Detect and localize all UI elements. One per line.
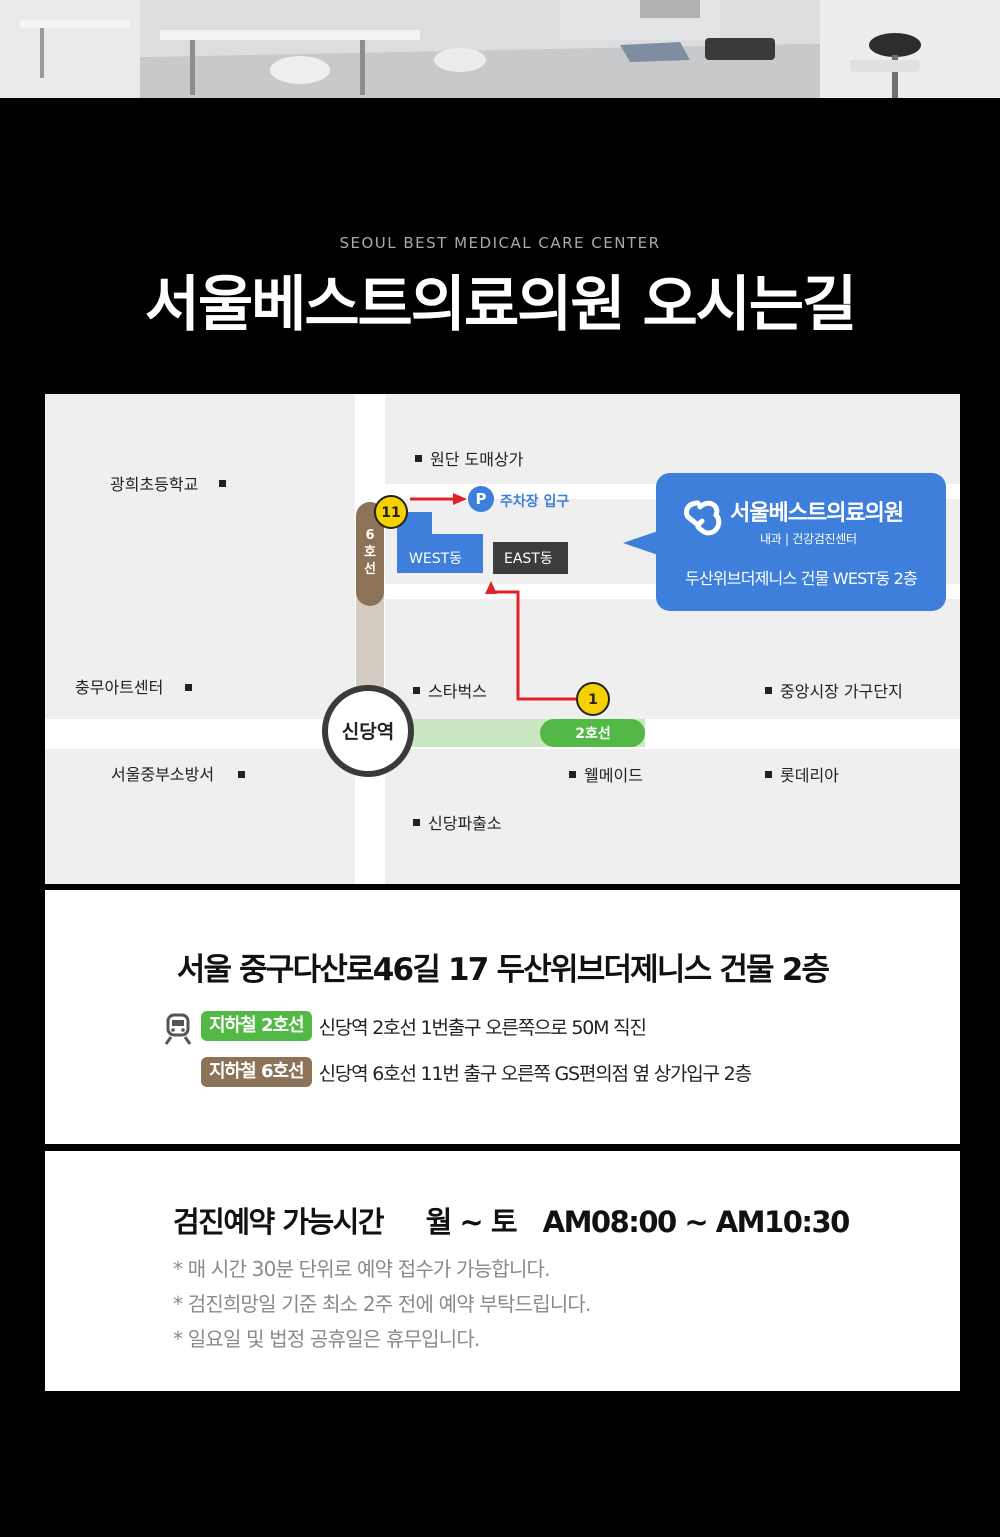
parking-icon <box>468 486 494 512</box>
callout-subtitle: 내과 | 건강검진센터 <box>760 532 857 546</box>
exit-11-marker <box>374 495 408 529</box>
route-line2-text: 신당역 2호선 1번출구 오른쪽으로 50M 직진 <box>318 1016 647 1039</box>
location-map: 원단 도매상가 광희초등학교 충무아트센터 스타벅스 중앙시장 가구단지 서울중… <box>45 394 960 884</box>
exit-1-label: 1 <box>588 692 598 708</box>
landmark-dot <box>185 684 192 691</box>
landmark-dot <box>765 687 772 694</box>
hours-time: AM08:00 ~ AM10:30 <box>542 1205 851 1239</box>
east-building-label: EAST동 <box>504 551 553 567</box>
landmark-dot <box>415 455 422 462</box>
west-building-label: WEST동 <box>409 551 462 567</box>
landmark-chungmu-art: 충무아트센터 <box>75 678 163 697</box>
landmark-dot <box>219 480 226 487</box>
exit-11-label: 11 <box>381 505 400 521</box>
line6-label-char: 호 <box>364 545 376 560</box>
station-marker <box>322 685 414 777</box>
clinic-interior-photo <box>0 0 1000 98</box>
route-arrow-right <box>453 493 467 505</box>
landmark-junbu-fire: 서울중부소방서 <box>111 765 214 784</box>
landmark-police: 신당파출소 <box>428 814 502 833</box>
address-title: 서울 중구다산로46길 17 두산위브더제니스 건물 2층 <box>176 952 830 988</box>
interior-photo-illustration <box>0 0 1000 98</box>
reservation-hours-panel: 검진예약 가능시간 월 ~ 토 AM08:00 ~ AM10:30 * 매 시간… <box>45 1151 960 1391</box>
landmark-lotteria: 롯데리아 <box>780 766 839 785</box>
line2-bar <box>540 719 645 747</box>
hours-note: * 매 시간 30분 단위로 예약 접수가 가능합니다. <box>173 1257 551 1281</box>
hours-heading: 검진예약 가능시간 월 ~ 토 AM08:00 ~ AM10:30 <box>173 1199 851 1241</box>
line6-bar <box>356 502 384 606</box>
station-label: 신당역 <box>342 721 394 743</box>
landmark-starbucks: 스타벅스 <box>428 682 487 701</box>
address-panel: 서울 중구다산로46길 17 두산위브더제니스 건물 2층 지하철 2호선 신당… <box>45 890 960 1144</box>
hours-label: 검진예약 가능시간 <box>173 1205 385 1239</box>
page-eyebrow: SEOUL BEST MEDICAL CARE CENTER <box>339 234 661 252</box>
hours-note: * 검진희망일 기준 최소 2주 전에 예약 부탁드립니다. <box>173 1292 591 1316</box>
route-line6-text: 신당역 6호선 11번 출구 오른쪽 GS편의점 옆 상가입구 2층 <box>318 1062 752 1085</box>
route-from-exit1 <box>490 590 593 701</box>
page-title: 서울베스트의료의원 오시는길 <box>144 270 858 340</box>
subway-icon <box>164 1013 192 1045</box>
clinic-logo-icon <box>683 500 722 536</box>
hours-days: 월 ~ 토 <box>425 1205 518 1239</box>
east-building-shape <box>493 542 568 574</box>
route-line2: 지하철 2호선 신당역 2호선 1번출구 오른쪽으로 50M 직진 <box>201 1010 647 1042</box>
map-drawing: 원단 도매상가 광희초등학교 충무아트센터 스타벅스 중앙시장 가구단지 서울중… <box>45 394 960 884</box>
callout-pointer <box>623 530 661 556</box>
line2-label: 2호선 <box>575 726 611 742</box>
exit-1-marker <box>576 682 610 716</box>
line6-badge: 지하철 6호선 <box>201 1057 312 1087</box>
callout-building: 두산위브더제니스 건물 WEST동 2층 <box>685 569 918 588</box>
callout-clinic-name: 서울베스트의료의원 <box>730 501 904 526</box>
landmark-dot <box>413 687 420 694</box>
landmark-wellmade: 웰메이드 <box>584 766 643 785</box>
landmark-dot <box>413 819 420 826</box>
route-arrow-up <box>485 581 497 594</box>
landmark-dot <box>569 771 576 778</box>
line6-label-char: 6 <box>365 528 374 543</box>
parking-letter: P <box>476 490 487 508</box>
line6-label-char: 선 <box>364 561 376 577</box>
landmark-dot <box>238 771 245 778</box>
route-line6: 지하철 6호선 신당역 6호선 11번 출구 오른쪽 GS편의점 옆 상가입구 … <box>201 1056 752 1088</box>
hours-note: * 일요일 및 법정 공휴일은 휴무입니다. <box>173 1327 480 1351</box>
landmark-dot <box>765 771 772 778</box>
west-building-shape <box>397 512 483 573</box>
parking-label: 주차장 입구 <box>500 493 569 510</box>
landmark-gwanghui-school: 광희초등학교 <box>110 475 198 494</box>
clinic-callout: 서울베스트의료의원 내과 | 건강검진센터 두산위브더제니스 건물 WEST동 … <box>656 473 946 611</box>
line2-badge: 지하철 2호선 <box>201 1011 312 1041</box>
landmark-wondan: 원단 도매상가 <box>430 450 524 469</box>
landmark-jungang-market: 중앙시장 가구단지 <box>780 682 903 701</box>
